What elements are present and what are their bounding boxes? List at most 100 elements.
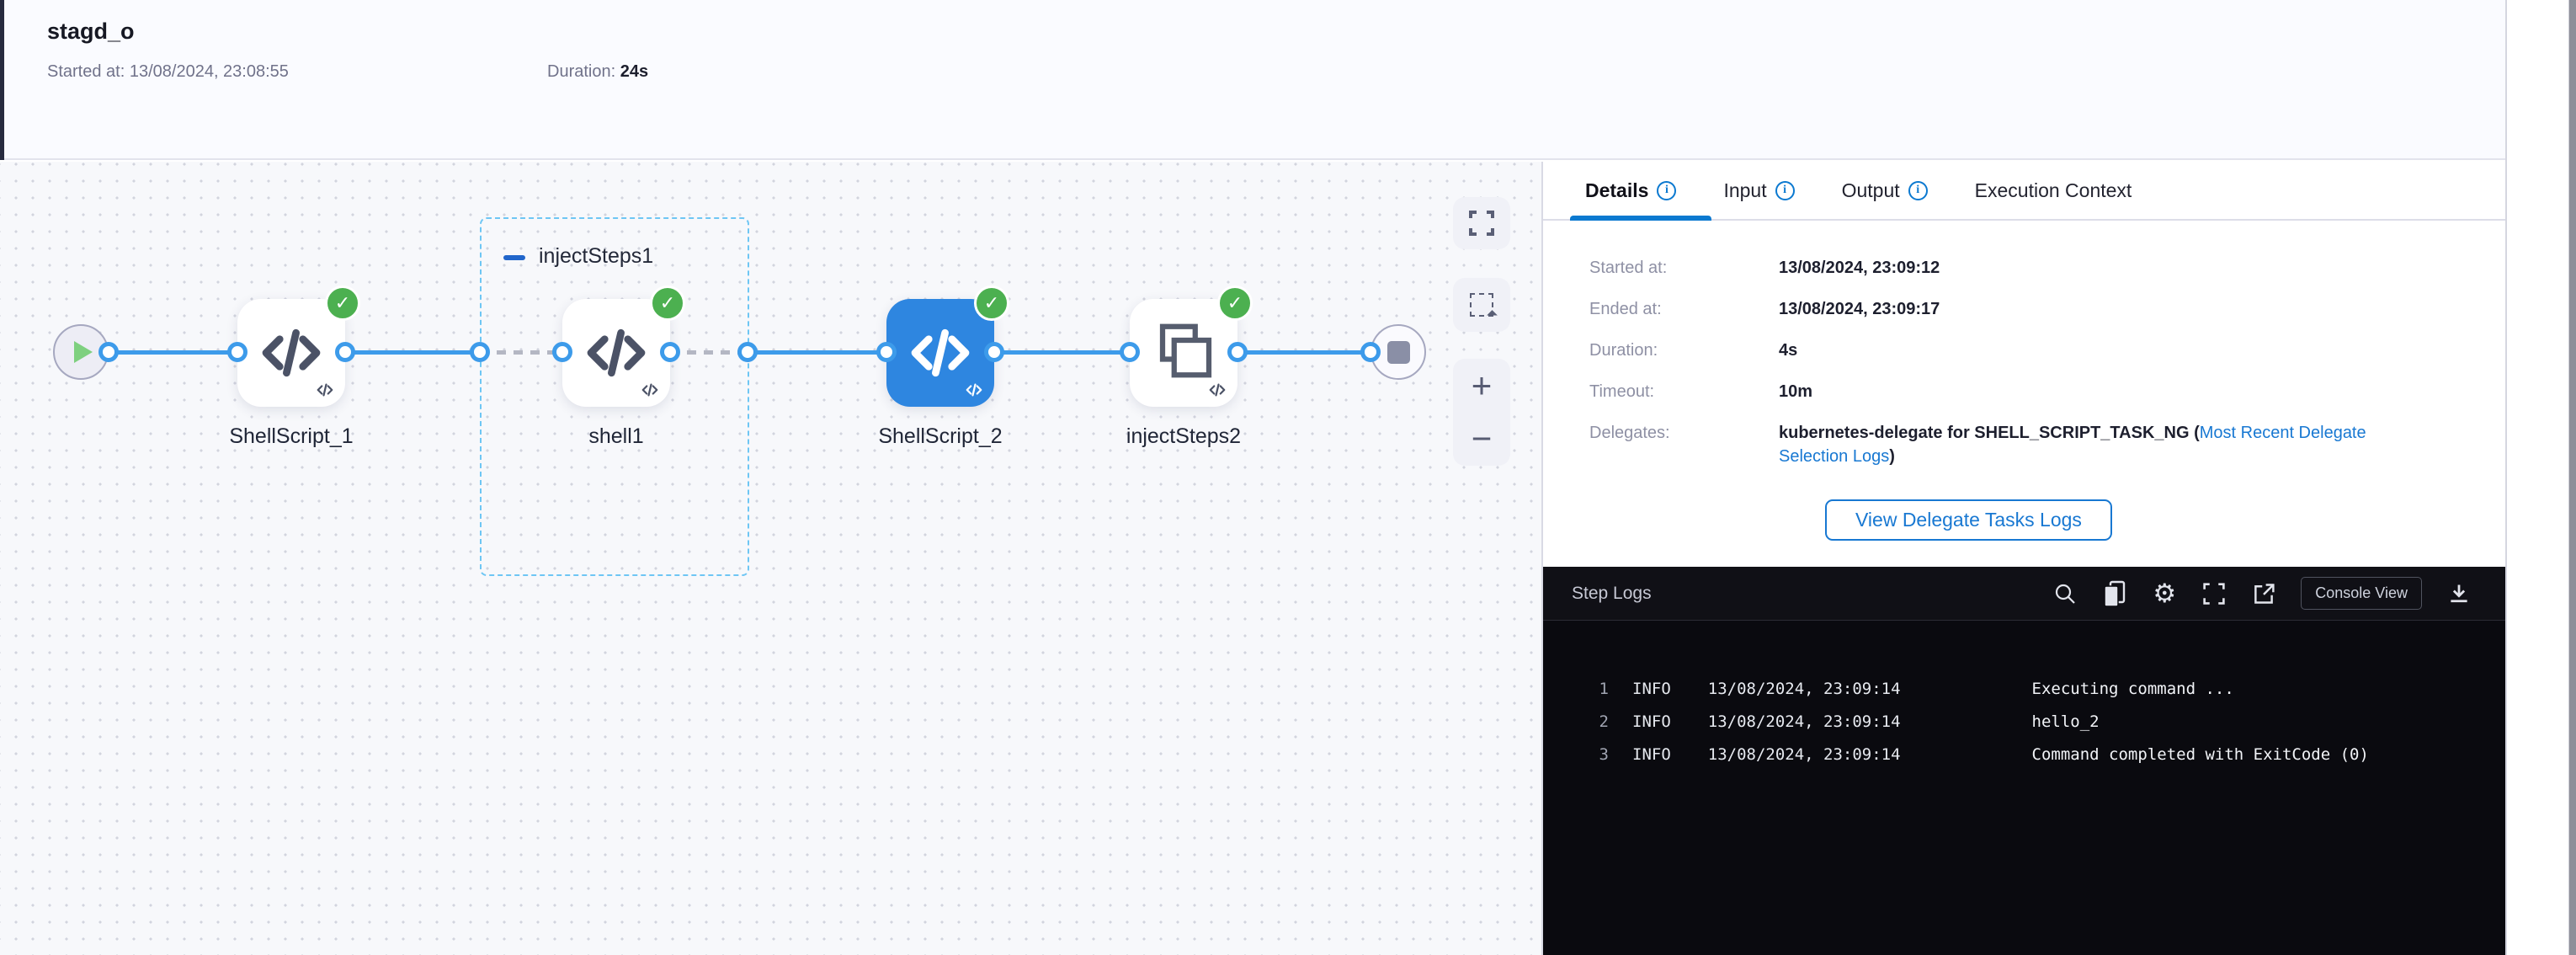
canvas-fullscreen-button[interactable]: [1453, 197, 1510, 249]
info-icon[interactable]: i: [1657, 180, 1677, 200]
details-content: Started at: 13/08/2024, 23:09:12 Ended a…: [1543, 221, 2505, 541]
external-link-icon[interactable]: [2251, 581, 2276, 606]
page-scrollbar[interactable]: [2568, 0, 2576, 955]
log-message: hello_2: [2031, 712, 2100, 731]
port: [876, 342, 897, 362]
log-line-number: 2: [1599, 712, 1609, 731]
port: [1360, 342, 1381, 362]
step-node-label: shell1: [588, 424, 644, 448]
step-logs-title: Step Logs: [1572, 583, 1652, 603]
step-node-shellscript-1[interactable]: ✓: [237, 285, 360, 407]
selection-icon: [1470, 293, 1493, 317]
port: [98, 342, 119, 362]
port: [1227, 342, 1248, 362]
expand-icon[interactable]: [2201, 581, 2227, 606]
delegates-value: kubernetes-delegate for SHELL_SCRIPT_TAS…: [1779, 421, 2376, 468]
detail-label: Duration:: [1589, 341, 1658, 360]
step-node-shell1[interactable]: ✓: [562, 285, 685, 407]
log-line: 3 INFO 13/08/2024, 23:09:14 Command comp…: [1597, 745, 2505, 778]
play-icon: [74, 341, 93, 363]
detail-value: 4s: [1779, 341, 1798, 360]
log-level: INFO: [1632, 680, 1671, 698]
step-node-label: injectSteps2: [1126, 424, 1242, 448]
step-group-icon: [1159, 323, 1212, 378]
detail-row-started: Started at: 13/08/2024, 23:09:12: [1589, 256, 2505, 280]
tab-execution-context[interactable]: Execution Context: [1975, 179, 2132, 202]
step-node-shellscript-2[interactable]: ✓: [886, 285, 1009, 407]
code-icon: [911, 328, 970, 377]
tab-output[interactable]: Output i: [1842, 179, 1928, 202]
details-tab-bar: Details i Input i Output i Execution Con…: [1543, 162, 2505, 221]
detail-value: 13/08/2024, 23:09:17: [1779, 300, 1940, 318]
check-icon: ✓: [650, 285, 685, 321]
connector-step1-to-group: [345, 350, 480, 355]
detail-label: Timeout:: [1589, 382, 1655, 401]
detail-label: Started at:: [1589, 259, 1668, 277]
log-console[interactable]: 1 INFO 13/08/2024, 23:09:14 Executing co…: [1543, 621, 2505, 778]
step-node-injectsteps2[interactable]: ✓: [1130, 285, 1253, 407]
fullscreen-icon: [1469, 211, 1494, 236]
connector-start-to-step1: [109, 350, 237, 355]
copy-icon[interactable]: [2102, 580, 2127, 607]
sidebar-edge: [0, 0, 4, 160]
download-icon[interactable]: [2446, 581, 2472, 606]
step-logs-header: Step Logs ⚙: [1543, 567, 2505, 621]
port: [470, 342, 490, 362]
search-icon[interactable]: [2052, 581, 2078, 606]
port: [552, 342, 572, 362]
stage-title: stagd_o: [47, 19, 135, 44]
delegate-selection-logs-link[interactable]: Most Recent Delegate Selection Logs: [1779, 424, 2366, 466]
canvas-selection-button[interactable]: [1453, 278, 1510, 332]
log-timestamp: 13/08/2024, 23:09:14: [1707, 680, 1901, 698]
connector-group-to-shell1: [480, 350, 562, 355]
detail-value: 10m: [1779, 382, 1813, 401]
delegates-suffix: ): [1889, 447, 1895, 466]
port: [660, 342, 680, 362]
started-at-meta: Started at: 13/08/2024, 23:08:55: [47, 62, 289, 82]
connector-injectSteps2-to-end: [1237, 350, 1370, 355]
started-at-value: 13/08/2024, 23:08:55: [129, 62, 289, 81]
log-level: INFO: [1632, 712, 1671, 731]
tab-label: Details: [1585, 179, 1649, 201]
pipeline-graph-canvas[interactable]: injectSteps1 ✓: [0, 162, 1543, 955]
delegates-text: kubernetes-delegate for SHELL_SCRIPT_TAS…: [1779, 424, 2200, 442]
stop-icon: [1386, 340, 1410, 364]
code-icon: [587, 328, 646, 377]
code-mini-icon: [966, 383, 982, 397]
connector-shell1-to-groupend: [670, 350, 748, 355]
view-delegate-tasks-logs-button[interactable]: View Delegate Tasks Logs: [1825, 499, 2112, 541]
step-details-panel: Details i Input i Output i Execution Con…: [1543, 162, 2505, 955]
log-message: Command completed with ExitCode (0): [2031, 745, 2369, 764]
zoom-out-button[interactable]: −: [1471, 419, 1493, 459]
detail-row-duration: Duration: 4s: [1589, 339, 2505, 362]
zoom-in-button[interactable]: +: [1471, 365, 1493, 405]
info-icon[interactable]: i: [1908, 180, 1928, 200]
started-at-label: Started at:: [47, 62, 125, 81]
step-node-label: ShellScript_2: [878, 424, 1003, 448]
tab-input[interactable]: Input i: [1723, 179, 1795, 202]
console-view-button[interactable]: Console View: [2301, 577, 2422, 610]
start-node: [53, 324, 109, 380]
check-icon: ✓: [1217, 285, 1253, 321]
step-node-label: ShellScript_1: [229, 424, 354, 448]
duration-label: Duration:: [547, 62, 616, 81]
code-mini-icon: [317, 383, 333, 397]
gear-icon[interactable]: ⚙: [2153, 579, 2177, 608]
code-mini-icon: [1209, 383, 1226, 397]
log-timestamp: 13/08/2024, 23:09:14: [1707, 712, 1901, 731]
check-icon: ✓: [974, 285, 1009, 321]
step-logs-toolbar: ⚙ Console View: [2052, 577, 2472, 610]
info-icon[interactable]: i: [1775, 180, 1795, 200]
log-timestamp: 13/08/2024, 23:09:14: [1707, 745, 1901, 764]
duration-meta: Duration: 24s: [547, 62, 648, 82]
stage-header: stagd_o Started at: 13/08/2024, 23:08:55…: [0, 0, 2576, 160]
code-icon: [262, 328, 321, 377]
collapse-minus-icon[interactable]: [503, 255, 525, 260]
detail-label: Ended at:: [1589, 300, 1662, 318]
log-line: 1 INFO 13/08/2024, 23:09:14 Executing co…: [1597, 680, 2505, 712]
tab-details[interactable]: Details i: [1585, 179, 1677, 202]
canvas-zoom-controls: + −: [1453, 359, 1510, 466]
tab-label: Execution Context: [1974, 179, 2132, 201]
check-icon: ✓: [325, 285, 360, 321]
detail-label: Delegates:: [1589, 424, 1670, 442]
